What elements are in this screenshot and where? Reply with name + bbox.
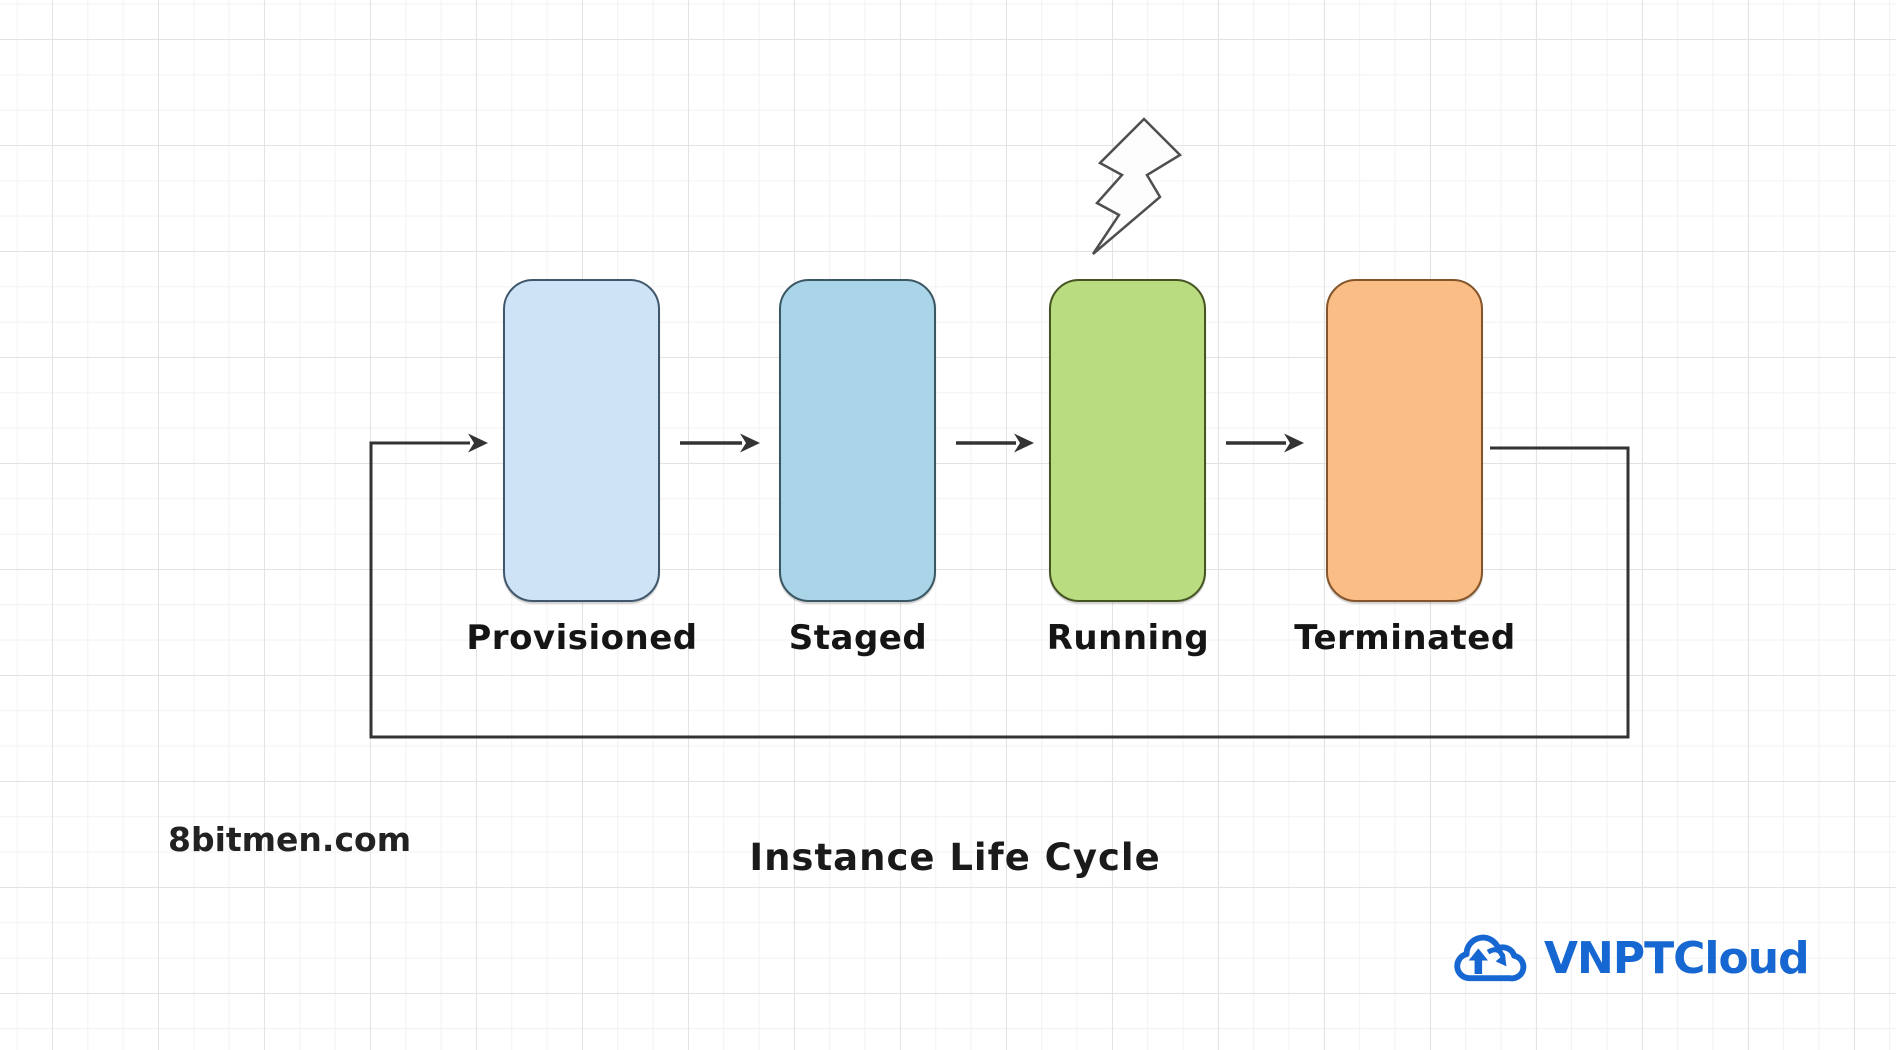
arrowhead-icon: [1014, 433, 1034, 453]
stage-label-staged: Staged: [788, 618, 928, 658]
stage-box-terminated: [1326, 279, 1483, 602]
watermark-text: 8bitmen.com: [168, 820, 412, 859]
stage-label-terminated: Terminated: [1294, 618, 1516, 658]
stage-label-running: Running: [1046, 618, 1210, 658]
brand-name: VNPTCloud: [1544, 932, 1810, 984]
stage-box-provisioned: [503, 279, 660, 602]
stage-box-staged: [779, 279, 936, 602]
stage-box-running: [1049, 279, 1206, 602]
diagram-title: Instance Life Cycle: [749, 836, 1161, 879]
brand-logo: VNPTCloud: [1446, 922, 1810, 994]
stage-label-provisioned: Provisioned: [466, 618, 698, 658]
arrowhead-icon: [1284, 433, 1304, 453]
loop-connector: [369, 441, 1630, 739]
lightning-icon: [1091, 117, 1183, 255]
loop-arrowhead-icon: [468, 433, 488, 453]
cloud-sync-icon: [1454, 934, 1527, 982]
arrowhead-icon: [740, 433, 760, 453]
